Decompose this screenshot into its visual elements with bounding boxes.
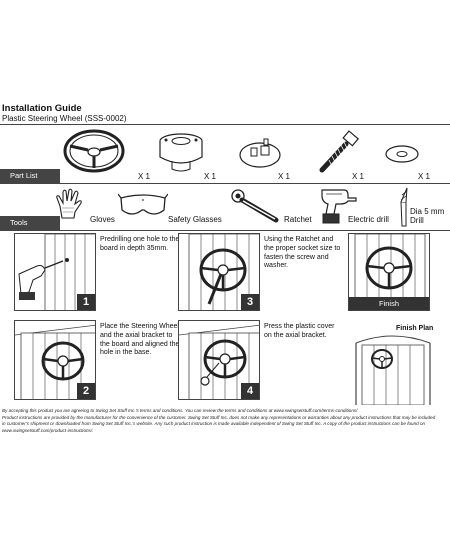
finish-illustration <box>354 234 426 299</box>
finish-plan-label: Finish Plan <box>396 325 434 332</box>
screw-icon <box>316 130 362 176</box>
part-qty-1: X 1 <box>138 172 151 181</box>
gloves-icon <box>54 186 88 220</box>
part-qty-4: X 1 <box>352 172 365 181</box>
footer-line-3: in customer's shipment or downloaded fro… <box>2 421 426 427</box>
drill-bit-icon <box>398 186 410 228</box>
part-list-band: Part List <box>0 169 60 183</box>
footer-line-1: By accepting this product you are agreei… <box>2 408 358 413</box>
safety-glasses-icon <box>118 190 168 222</box>
header-rule <box>0 124 450 125</box>
tools-label: Tools <box>10 218 28 227</box>
page-title: Installation Guide <box>2 103 82 114</box>
finish-plan-illustration <box>352 333 434 405</box>
plastic-cover-icon <box>238 136 282 170</box>
steering-wheel-icon <box>62 128 126 174</box>
legal-footer: By accepting this product you are agreei… <box>2 408 448 434</box>
step-1-number: 1 <box>77 294 95 310</box>
step-4-number: 4 <box>241 383 259 399</box>
washer-icon <box>384 143 420 165</box>
part-list-label: Part List <box>10 171 38 180</box>
tool-name-drill-bit: Dia 5 mm Drill <box>410 207 445 225</box>
tool-name-safety-glasses: Safety Glasses <box>168 215 222 224</box>
footer-line-4: www.swingsetstuff.com/product-instructio… <box>2 427 94 433</box>
step-1-text: Predrilling one hole to the board in dep… <box>100 236 180 252</box>
footer-line-2: Product instructions are provided by the… <box>2 414 436 420</box>
step-2-number: 2 <box>77 383 95 399</box>
step-2-text: Place the Steering Wheel and the axial b… <box>100 323 180 357</box>
step-3-panel: 3 <box>178 233 260 311</box>
page-subtitle: Plastic Steering Wheel (SSS-0002) <box>2 114 127 123</box>
finish-label: Finish <box>349 297 429 310</box>
tools-band: Tools <box>0 216 60 230</box>
step-1-panel: 1 <box>14 233 96 311</box>
tool-name-ratchet: Ratchet <box>284 215 312 224</box>
step-4-text: Press the plastic cover on the axial bra… <box>264 323 335 339</box>
axial-bracket-icon <box>156 131 206 173</box>
step-2-panel: 2 <box>14 320 96 400</box>
part-list-rule <box>0 183 450 184</box>
tools-rule <box>0 230 450 231</box>
part-qty-2: X 1 <box>204 172 217 181</box>
part-qty-5: X 1 <box>418 172 431 181</box>
step-3-number: 3 <box>241 294 259 310</box>
step-3-text: Using the Ratchet and the proper socket … <box>264 236 341 270</box>
electric-drill-icon <box>316 186 360 226</box>
part-qty-3: X 1 <box>278 172 291 181</box>
step-4-panel: 4 <box>178 320 260 400</box>
tool-name-electric-drill: Electric drill <box>348 215 389 224</box>
tool-name-gloves: Gloves <box>90 215 115 224</box>
finish-panel: Finish <box>348 233 430 311</box>
ratchet-icon <box>228 188 282 224</box>
